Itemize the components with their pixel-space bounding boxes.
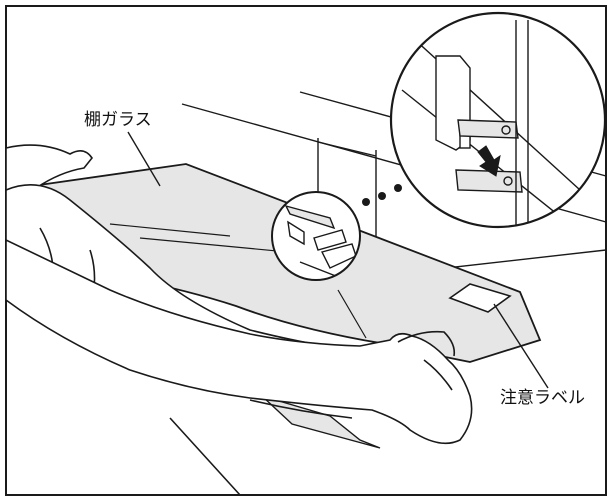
- right-arm: [5, 238, 473, 496]
- small-detail-circle: [271, 191, 361, 281]
- callout-dots: [362, 184, 402, 206]
- callout-caution-label: 注意ラベル: [500, 388, 585, 408]
- install-direction-arrow: [477, 145, 501, 177]
- large-detail-circle: [389, 11, 607, 229]
- callout-shelf-glass: 棚ガラス: [84, 110, 152, 130]
- leader-lines: [127, 131, 549, 389]
